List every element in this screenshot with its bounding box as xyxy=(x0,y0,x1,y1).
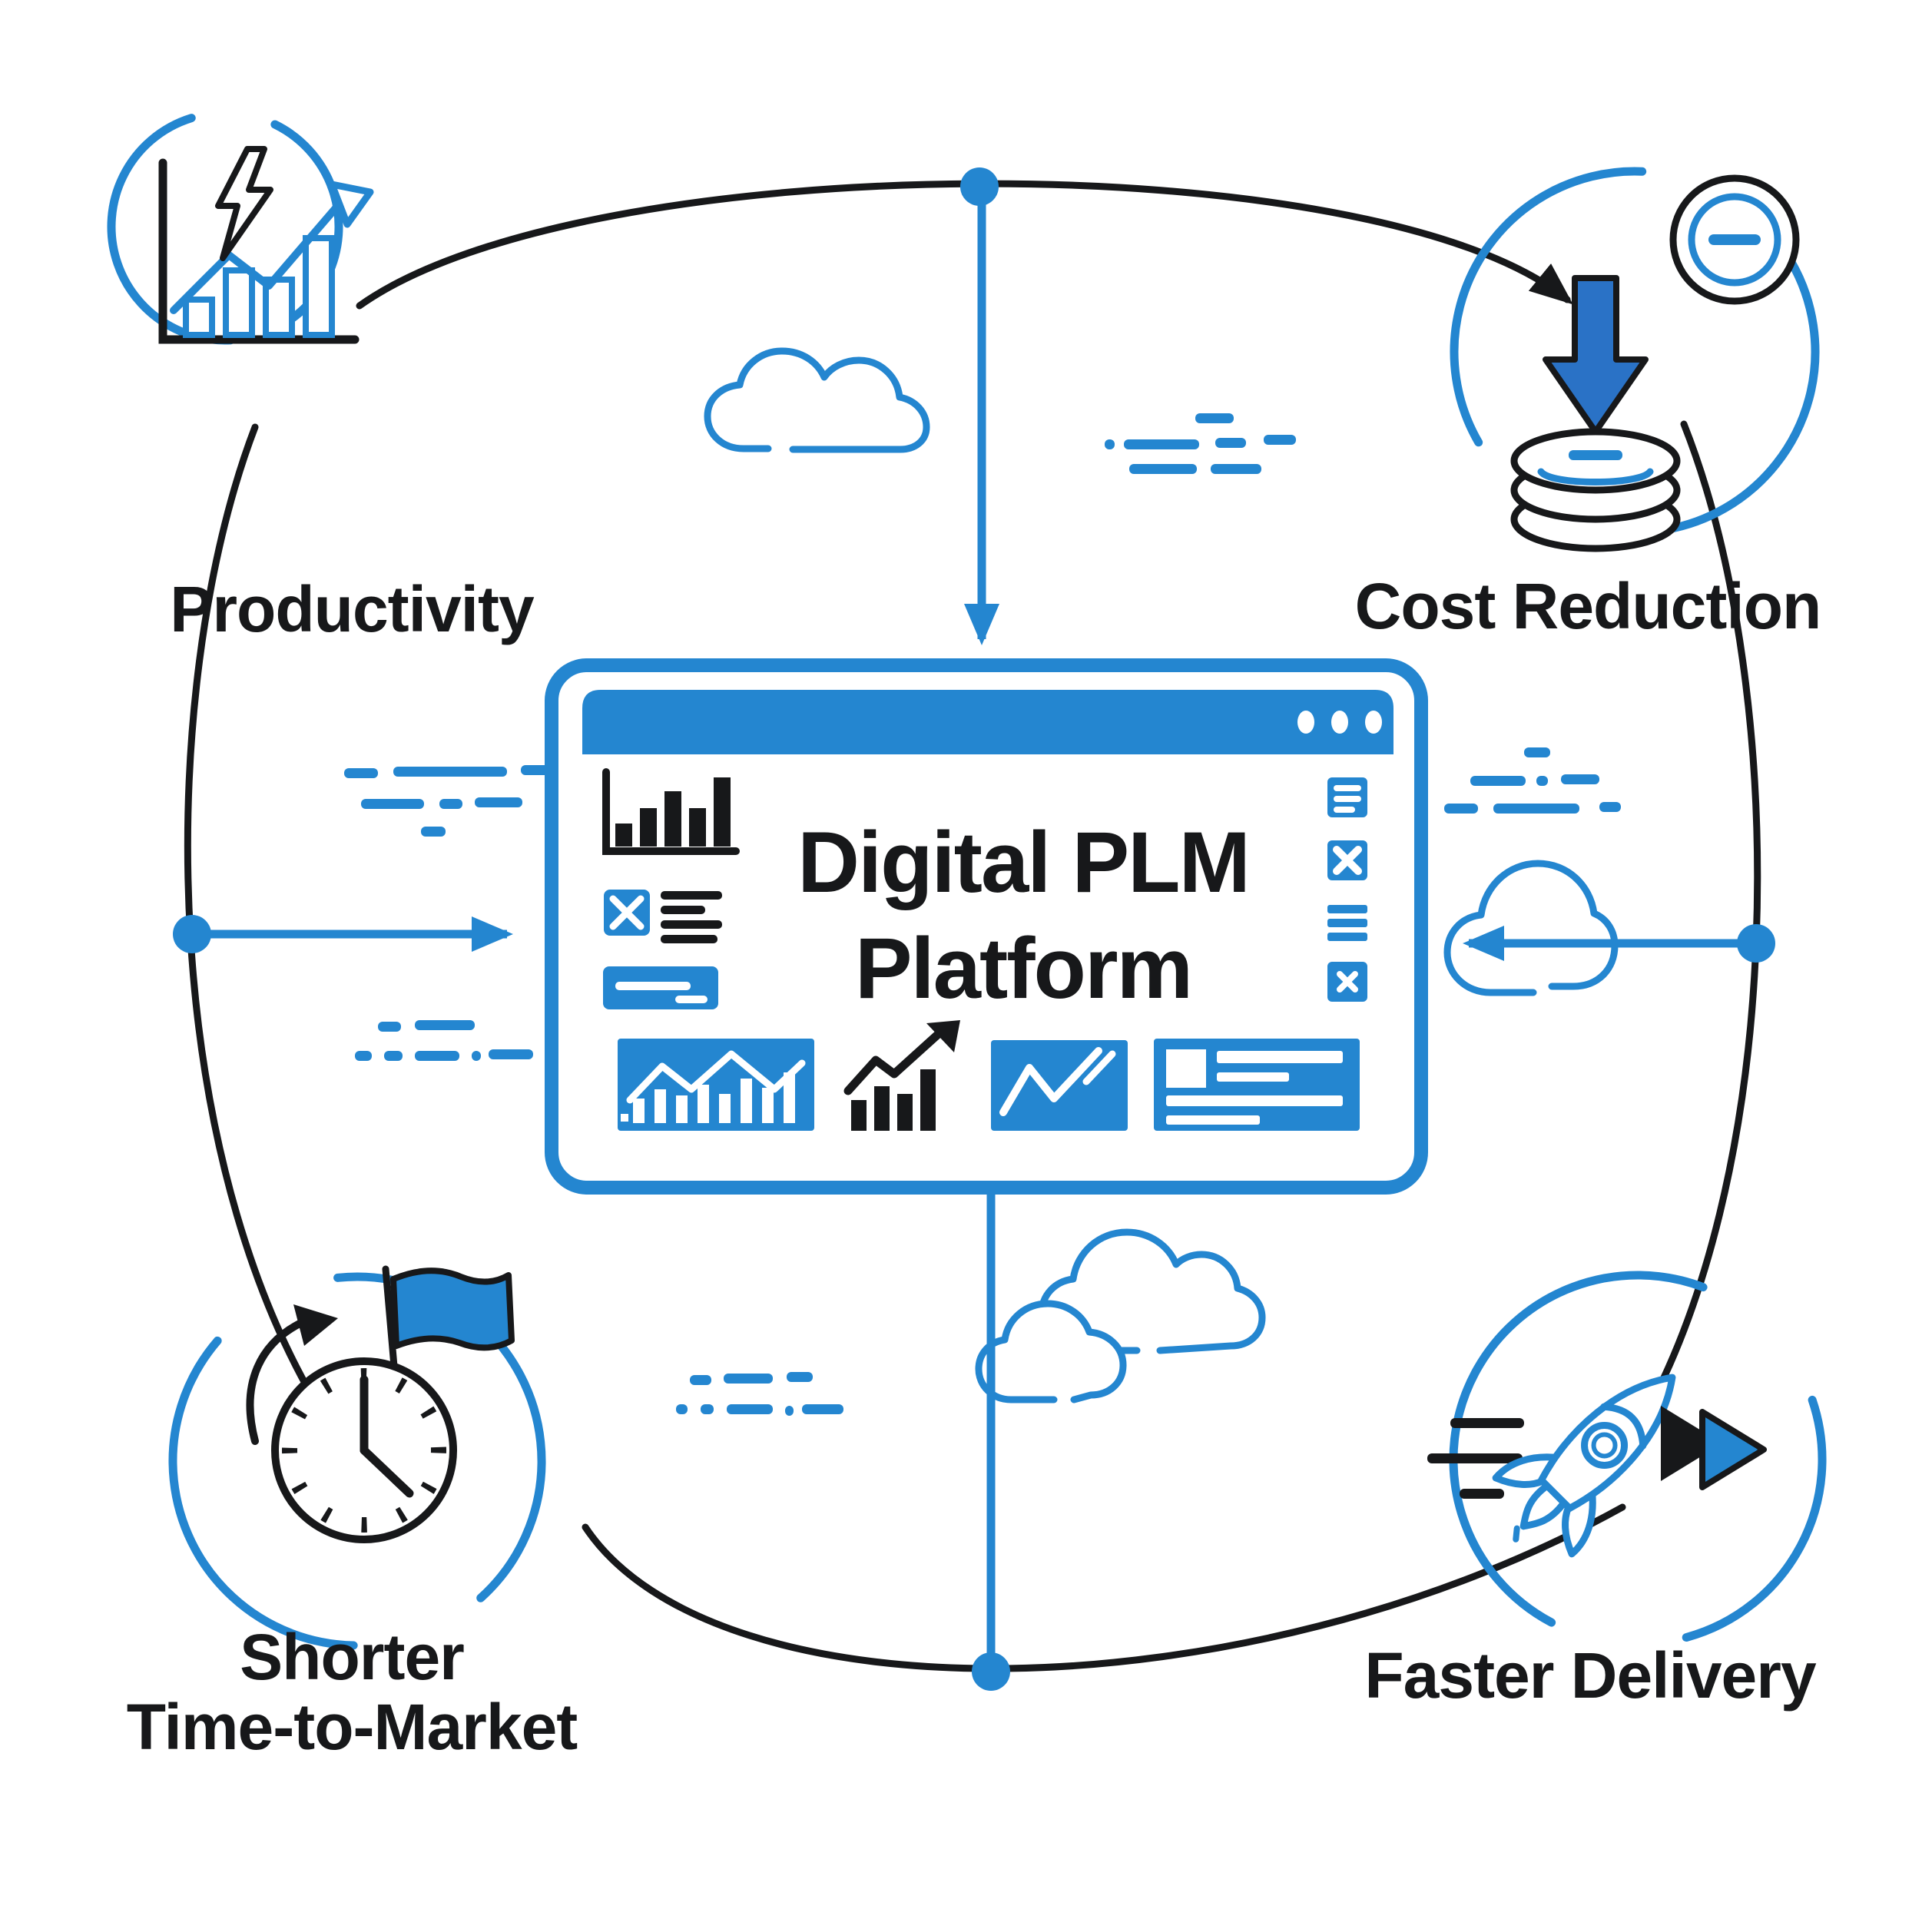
shorter-label-line2: Time-to-Market xyxy=(126,1690,578,1763)
coin-stack-down-arrow-minus-icon xyxy=(1510,174,1800,552)
clock-flag-cycle-arrow-icon xyxy=(246,1265,515,1543)
shorter-label-line1: Shorter xyxy=(240,1621,465,1693)
cloud-icon-bottom-small xyxy=(975,1300,1127,1403)
window-dot xyxy=(1331,711,1348,734)
node-dot-top xyxy=(960,167,999,206)
list-stripes-icon xyxy=(1327,905,1367,941)
dash-cluster-top-right xyxy=(1105,413,1296,474)
window-dot xyxy=(1365,711,1382,734)
benefit-ring xyxy=(168,1272,546,1650)
small-close-box-icon xyxy=(1327,962,1367,1002)
clock-hour-hand xyxy=(360,1446,414,1498)
rocket xyxy=(1492,1374,1676,1558)
cycle-arc-top xyxy=(356,180,1573,310)
faster-delivery-label: Faster Delivery xyxy=(1364,1639,1816,1712)
benefit-productivity xyxy=(107,108,374,345)
scatter-list-icon xyxy=(604,890,722,943)
report-card-panel xyxy=(1154,1039,1360,1131)
combo-chart-panel xyxy=(618,1039,814,1131)
minus-circle-icon xyxy=(1669,174,1800,305)
flag xyxy=(390,1268,515,1351)
growth-bar-chart-lightning-icon xyxy=(158,146,374,344)
dash-cluster-right-upper xyxy=(1444,747,1621,814)
platform-title-line1: Digital PLM xyxy=(797,814,1251,910)
productivity-label: Productivity xyxy=(170,573,534,645)
clouds xyxy=(704,347,1619,1403)
growth-bars-icon xyxy=(843,1020,960,1131)
benefit-ring xyxy=(1449,1271,1827,1649)
dash-cluster-left-upper xyxy=(344,765,555,837)
input-field-icon xyxy=(603,966,718,1009)
menu-icon xyxy=(1327,777,1367,817)
line-chart-panel xyxy=(991,1040,1128,1131)
fast-forward-icon xyxy=(1661,1406,1767,1490)
close-box-icon xyxy=(1327,840,1367,880)
dash-cluster-left-lower xyxy=(355,1020,533,1061)
benefit-faster-delivery xyxy=(1427,1271,1827,1649)
benefit-shorter-time-to-market xyxy=(168,1265,546,1650)
benefit-cost-reduction xyxy=(1450,167,1820,552)
cycle-arc-bottom xyxy=(582,1503,1626,1672)
window-dots xyxy=(1297,711,1382,734)
platform-title-line2: Platform xyxy=(854,920,1193,1016)
cloud-icon-top xyxy=(704,347,930,453)
window-dot xyxy=(1297,711,1314,734)
shorter-time-to-market-label: Shorter Time-to-Market xyxy=(127,1622,578,1761)
connectors xyxy=(173,167,1775,1691)
node-dot-right xyxy=(1737,924,1775,963)
window-titlebar xyxy=(582,690,1393,754)
clock-ticks xyxy=(282,1368,446,1533)
down-arrow-icon xyxy=(1543,275,1649,435)
bar-chart-icon xyxy=(602,768,740,855)
node-dot-left xyxy=(173,915,211,953)
platform-window xyxy=(545,658,1428,1195)
cost-reduction-label: Cost Reduction xyxy=(1354,570,1822,642)
rocket-fast-forward-icon xyxy=(1427,1374,1767,1558)
cloud-icon-right xyxy=(1443,860,1619,996)
node-dot-bottom xyxy=(972,1652,1010,1691)
dash-cluster-bottom xyxy=(676,1372,843,1416)
cycle-arrow xyxy=(246,1319,305,1445)
